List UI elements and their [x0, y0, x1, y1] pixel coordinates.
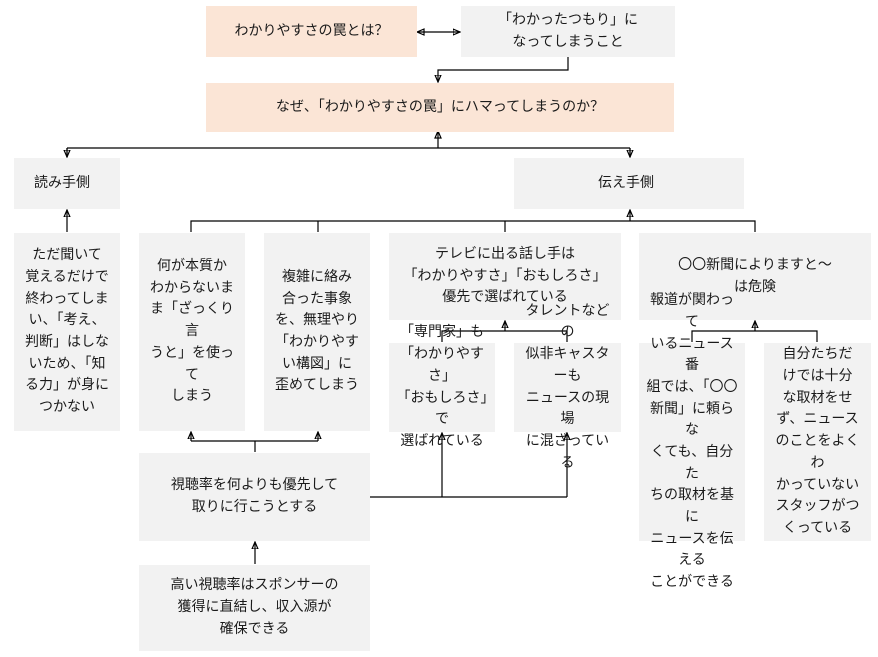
reader-side-box: 読み手側 [14, 158, 120, 209]
sender-side-box: 伝え手側 [514, 158, 744, 209]
experts-box: 「専門家」も 「わかりやすさ」 「おもしろさ」で 選ばれている [389, 324, 495, 449]
talents-box: タレントなどの 似非キャスターも ニュースの現場 に混ざっている [514, 303, 621, 471]
complex-box: 複雑に絡み 合った事象 を、無理やり 「わかりやす い構図」に 歪めてしまう [264, 233, 370, 431]
reader-detail-box: ただ聞いて 覚えるだけで 終わってしま い、「考え、 判断」はしな いため、「知… [14, 233, 120, 431]
arrow-answer-to-why [438, 57, 569, 82]
tv-speakers-box: テレビに出る話し手は 「わかりやすさ」「おもしろさ」 優先で選ばれている [389, 233, 621, 320]
why-question-box: なぜ、「わかりやすさの罠」にハマってしまうのか？ [206, 83, 674, 132]
trap-question-box: わかりやすさの罠とは？ [206, 6, 417, 57]
ratings-box: 視聴率を何よりも優先して 取りに行こうとする [139, 453, 370, 541]
own-reporting-box: 報道が関わって いるニュース番 組では、「〇〇 新聞」に頼らな くても、自分た … [639, 292, 745, 590]
trap-answer-box: 「わかったつもり」に なってしまうこと [461, 6, 675, 57]
newspaper-box: 〇〇新聞によりますと～ は危険 [639, 233, 871, 320]
staff-box: 自分たちだ けでは十分 な取材をせ ず、ニュース のことをよくわ かっていない … [764, 343, 871, 541]
sponsor-box: 高い視聴率はスポンサーの 獲得に直結し、収入源が 確保できる [139, 565, 370, 651]
arrow-why-branches [66, 132, 631, 157]
essence-box: 何が本質か わからないま ま「ざっくり言 うと」を使って しまう [139, 233, 245, 431]
